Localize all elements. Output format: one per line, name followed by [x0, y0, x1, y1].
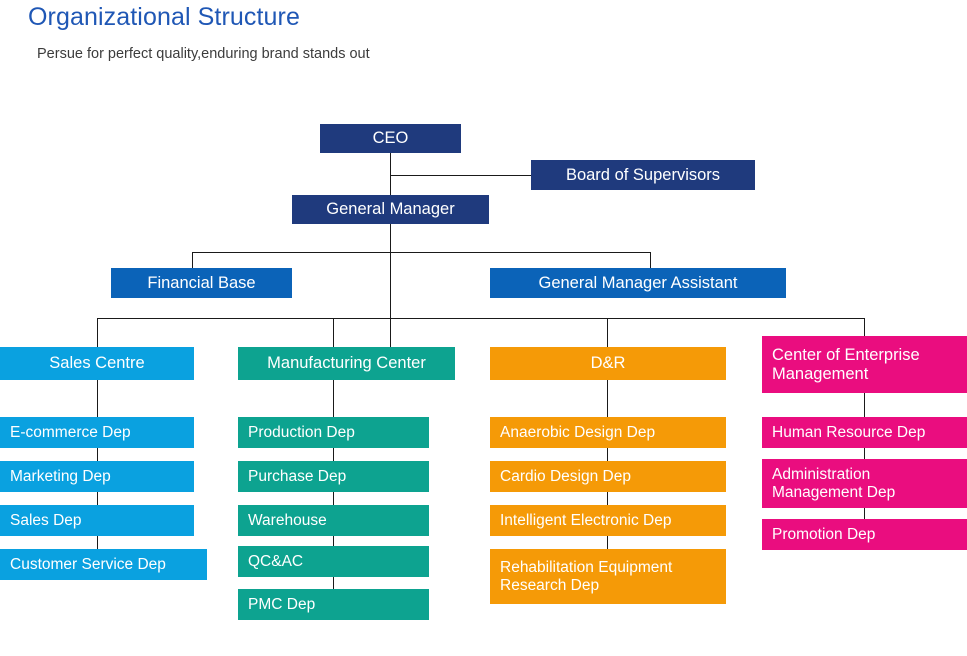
page-title: Organizational Structure	[28, 3, 300, 31]
connector-gm-assistant-drop	[650, 252, 651, 268]
connector-financial-drop	[192, 252, 193, 268]
connector-ceo-board	[390, 175, 531, 176]
leaf-sales-dep[interactable]: Sales Dep	[0, 505, 194, 536]
node-financial-base[interactable]: Financial Base	[111, 268, 292, 298]
node-ceo[interactable]: CEO	[320, 124, 461, 153]
division-head-center-of-enterprise-management[interactable]: Center of Enterprise Management	[762, 336, 967, 393]
connector-gm-split	[192, 252, 651, 253]
connector-ceo-stem	[390, 153, 391, 195]
connector-drop-manufacturing	[333, 318, 334, 347]
division-head-dr[interactable]: D&R	[490, 347, 726, 380]
leaf-intelligent-electronic-dep[interactable]: Intelligent Electronic Dep	[490, 505, 726, 536]
leaf-rehabilitation-equipment-research-dep[interactable]: Rehabilitation Equipment Research Dep	[490, 549, 726, 604]
leaf-production-dep[interactable]: Production Dep	[238, 417, 429, 448]
node-general-manager[interactable]: General Manager	[292, 195, 489, 224]
leaf-pmc-dep[interactable]: PMC Dep	[238, 589, 429, 620]
leaf-qc-ac[interactable]: QC&AC	[238, 546, 429, 577]
division-head-manufacturing-center[interactable]: Manufacturing Center	[238, 347, 455, 380]
connector-drop-sales	[97, 318, 98, 347]
leaf-anaerobic-design-dep[interactable]: Anaerobic Design Dep	[490, 417, 726, 448]
leaf-cardio-design-dep[interactable]: Cardio Design Dep	[490, 461, 726, 492]
leaf-marketing-dep[interactable]: Marketing Dep	[0, 461, 194, 492]
leaf-warehouse[interactable]: Warehouse	[238, 505, 429, 536]
page-subtitle: Persue for perfect quality,enduring bran…	[37, 46, 370, 62]
leaf-administration-management-dep[interactable]: Administration Management Dep	[762, 459, 967, 508]
node-general-manager-assistant[interactable]: General Manager Assistant	[490, 268, 786, 298]
connector-gm-stem	[390, 224, 391, 347]
leaf-promotion-dep[interactable]: Promotion Dep	[762, 519, 967, 550]
leaf-human-resource-dep[interactable]: Human Resource Dep	[762, 417, 967, 448]
leaf-purchase-dep[interactable]: Purchase Dep	[238, 461, 429, 492]
connector-manufacturing-spine	[333, 380, 334, 612]
connector-drop-dr	[607, 318, 608, 347]
connector-drop-enterprise	[864, 318, 865, 336]
node-board-of-supervisors[interactable]: Board of Supervisors	[531, 160, 755, 190]
connector-division-bar	[97, 318, 865, 319]
division-head-sales-centre[interactable]: Sales Centre	[0, 347, 194, 380]
leaf-e-commerce-dep[interactable]: E-commerce Dep	[0, 417, 194, 448]
leaf-customer-service-dep[interactable]: Customer Service Dep	[0, 549, 207, 580]
